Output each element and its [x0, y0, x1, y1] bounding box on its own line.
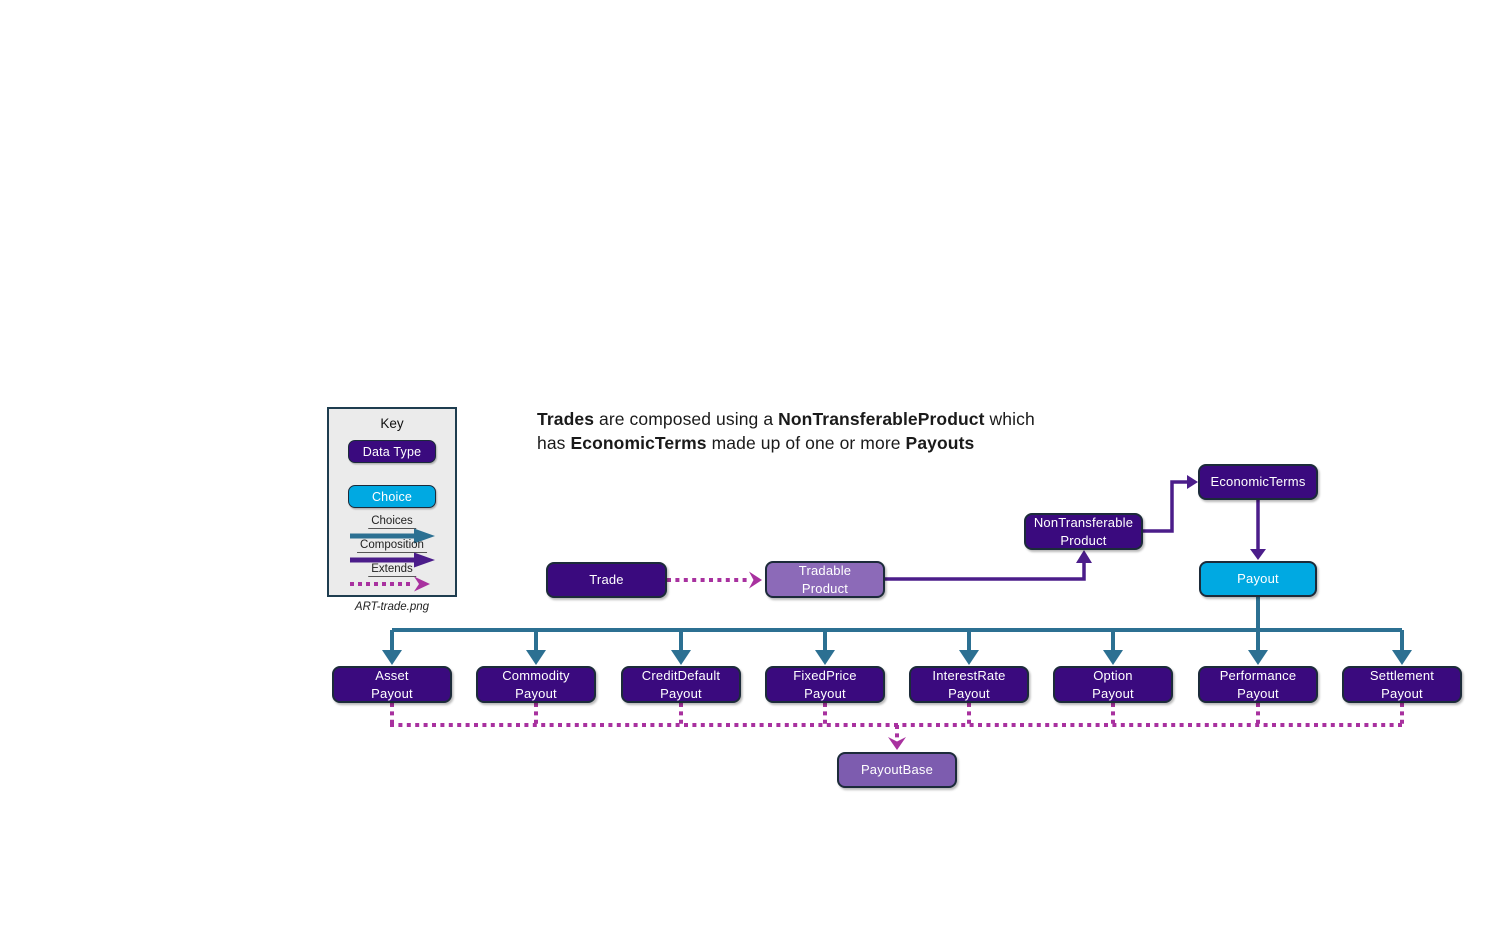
key-choice-swatch: Choice: [348, 485, 436, 508]
node-asset-payout: Asset Payout: [332, 666, 452, 703]
key-title: Key: [380, 416, 404, 431]
extends-connectors: [390, 703, 1404, 750]
node-payout: Payout: [1199, 561, 1317, 597]
choices-arrowheads: [382, 650, 1412, 665]
node-payout-base: PayoutBase: [837, 752, 957, 788]
node-trade: Trade: [546, 562, 667, 598]
extends-arrowhead-payoutbase: [888, 737, 906, 750]
key-composition-label: Composition: [357, 539, 427, 553]
headline-payouts: Payouts: [905, 432, 975, 453]
key-data-type-swatch: Data Type: [348, 440, 436, 463]
composition-arrow-icon: [350, 552, 435, 568]
node-performance-payout: Performance Payout: [1198, 666, 1318, 703]
node-tradable-product: Tradable Product: [765, 561, 885, 598]
key-caption: ART-trade.png: [354, 601, 430, 613]
headline-economicterms: EconomicTerms: [570, 432, 707, 453]
key-extends-label: Extends: [368, 563, 416, 577]
headline-trades: Trades: [537, 409, 595, 429]
node-economic-terms: EconomicTerms: [1198, 464, 1318, 500]
key-data-type-label: Data Type: [362, 444, 422, 459]
composition-arrowhead-payout: [1250, 549, 1266, 560]
key-choices-label: Choices: [368, 515, 416, 529]
node-creditdefault-payout: CreditDefault Payout: [621, 666, 741, 703]
choices-connectors: [382, 597, 1412, 665]
headline-text: Trades are composed using a NonTransfera…: [537, 409, 1035, 453]
choices-arrow-icon: [350, 528, 435, 544]
composition-arrowhead-ntp: [1076, 550, 1092, 563]
node-interestrate-payout: InterestRate Payout: [909, 666, 1029, 703]
extends-arrowhead-tradable: [749, 571, 762, 589]
node-settlement-payout: Settlement Payout: [1342, 666, 1462, 703]
key-choice-label: Choice: [371, 489, 413, 504]
node-option-payout: Option Payout: [1053, 666, 1173, 703]
node-non-transferable-product: NonTransferable Product: [1024, 513, 1143, 550]
trade-extends-connector: [667, 571, 762, 589]
node-commodity-payout: Commodity Payout: [476, 666, 596, 703]
headline-nontransferableproduct: NonTransferableProduct: [778, 409, 985, 429]
extends-arrow-icon: [350, 576, 430, 592]
key-panel: Key Data Type Choice Choices Composition…: [327, 407, 457, 597]
composition-arrowhead-economicterms: [1187, 475, 1198, 489]
node-fixedprice-payout: FixedPrice Payout: [765, 666, 885, 703]
